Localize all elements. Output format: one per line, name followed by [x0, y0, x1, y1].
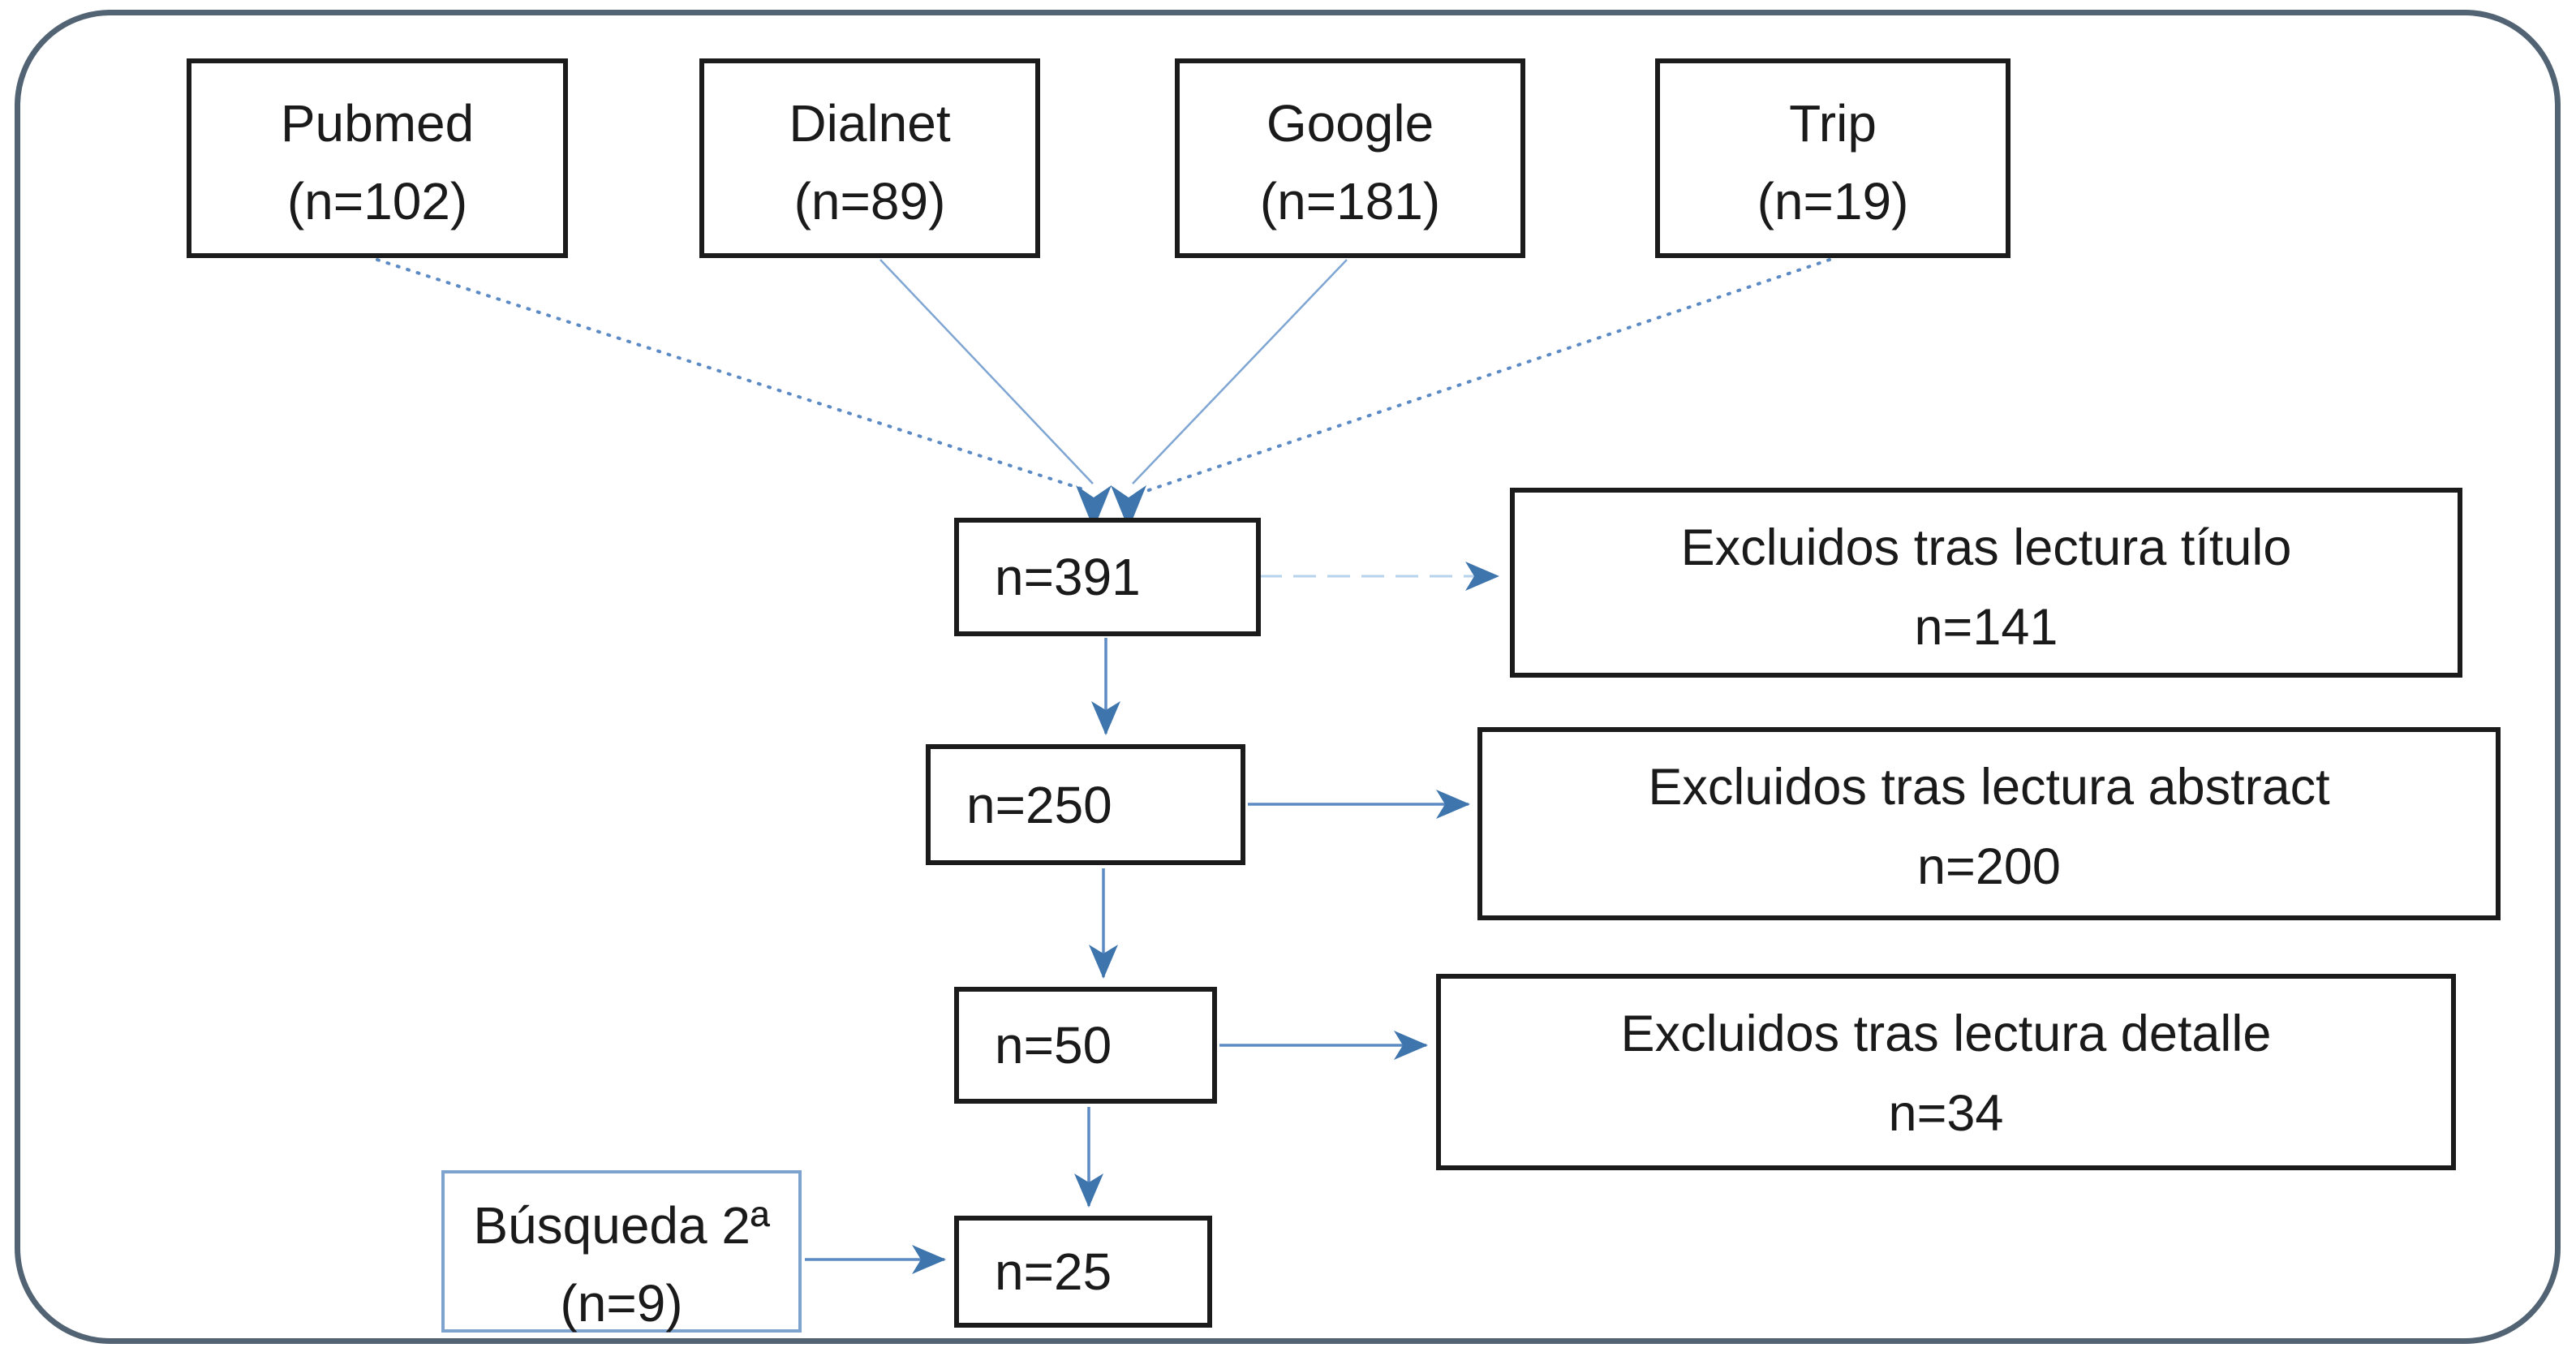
source-name: Pubmed — [280, 94, 475, 153]
screening-box-n250: n=250 — [926, 744, 1245, 865]
screening-box-n391: n=391 — [954, 518, 1261, 636]
screening-count: n=250 — [966, 775, 1112, 834]
exclusion-reason: Excluidos tras lectura detalle — [1620, 1005, 2272, 1062]
source-count: (n=89) — [793, 172, 946, 230]
source-count: (n=19) — [1757, 172, 1909, 230]
source-count: (n=102) — [286, 172, 468, 230]
screening-count: n=391 — [995, 548, 1141, 606]
screening-box-n25: n=25 — [954, 1216, 1212, 1328]
excluded-detail-box: Excluidos tras lectura detalle n=34 — [1436, 974, 2456, 1170]
exclusion-reason: Excluidos tras lectura título — [1680, 519, 2292, 576]
source-name: Google — [1266, 94, 1434, 153]
excluded-title-box: Excluidos tras lectura título n=141 — [1510, 488, 2462, 678]
screening-box-n50: n=50 — [954, 987, 1217, 1104]
exclusion-reason: Excluidos tras lectura abstract — [1648, 759, 2330, 816]
excluded-abstract-box: Excluidos tras lectura abstract n=200 — [1477, 727, 2501, 920]
source-box-trip: Trip (n=19) — [1655, 58, 2010, 258]
source-name: Trip — [1789, 94, 1877, 153]
source-count: (n=181) — [1259, 172, 1441, 230]
secondary-search-label: Búsqueda 2ª — [473, 1196, 770, 1255]
screening-count: n=25 — [995, 1242, 1112, 1301]
exclusion-count: n=141 — [1914, 598, 2058, 656]
exclusion-count: n=34 — [1888, 1084, 2004, 1142]
source-box-google: Google (n=181) — [1175, 58, 1525, 258]
source-box-pubmed: Pubmed (n=102) — [187, 58, 568, 258]
diagram-outer-frame — [15, 10, 2561, 1344]
source-box-dialnet: Dialnet (n=89) — [699, 58, 1040, 258]
exclusion-count: n=200 — [1917, 838, 2061, 895]
source-name: Dialnet — [789, 94, 951, 153]
secondary-search-count: (n=9) — [560, 1274, 683, 1333]
secondary-search-box: Búsqueda 2ª (n=9) — [441, 1170, 802, 1333]
screening-count: n=50 — [995, 1016, 1112, 1074]
